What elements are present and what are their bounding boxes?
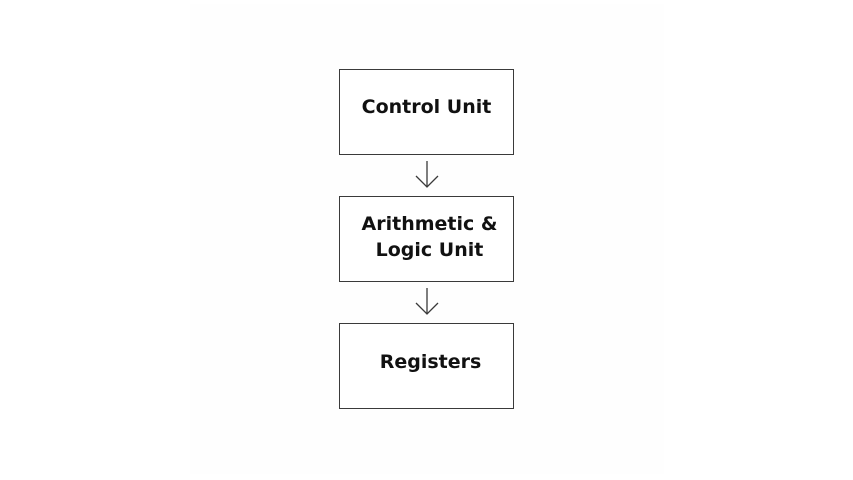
arrow-down-icon (415, 288, 439, 315)
registers-box: Registers (339, 323, 514, 409)
control-unit-label: Control Unit (361, 96, 492, 118)
alu-box: Arithmetic & Logic Unit (339, 196, 514, 282)
control-unit-box: Control Unit (339, 69, 514, 155)
alu-label: Arithmetic & Logic Unit (361, 213, 498, 261)
arrow-down-icon (415, 161, 439, 188)
registers-label: Registers (379, 351, 482, 373)
